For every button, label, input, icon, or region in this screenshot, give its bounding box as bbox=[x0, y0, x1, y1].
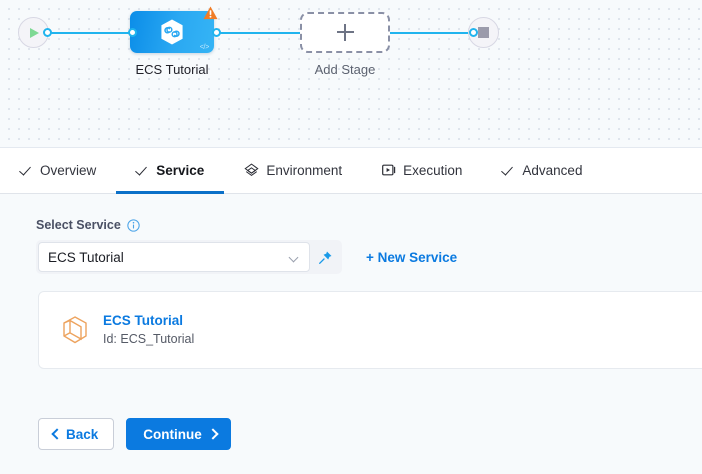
check-icon bbox=[20, 164, 33, 177]
service-id-text: Id: ECS_Tutorial bbox=[103, 331, 195, 346]
back-button[interactable]: Back bbox=[38, 418, 115, 450]
tab-label: Advanced bbox=[522, 163, 583, 178]
tab-label: Overview bbox=[40, 163, 97, 178]
connector-port[interactable] bbox=[128, 28, 137, 37]
select-service-label: Select Service bbox=[36, 218, 121, 232]
tab-label: Service bbox=[156, 163, 205, 178]
service-summary-card[interactable]: ECS Tutorial Id: ECS_Tutorial bbox=[38, 291, 702, 369]
stage-node-ecs-tutorial[interactable]: </> bbox=[130, 6, 218, 53]
service-tab-panel: Select Service ECS Tutorial + New Servic… bbox=[0, 194, 702, 474]
select-service-row: ECS Tutorial + New Service bbox=[36, 240, 702, 274]
pin-service-button[interactable] bbox=[310, 242, 340, 272]
add-stage-label: Add Stage bbox=[314, 62, 376, 77]
connector-port[interactable] bbox=[212, 28, 221, 37]
service-card-text: ECS Tutorial Id: ECS_Tutorial bbox=[103, 312, 194, 347]
continue-button[interactable]: Continue bbox=[126, 418, 231, 450]
chevron-right-icon bbox=[209, 430, 217, 438]
play-frame-icon bbox=[382, 164, 396, 176]
new-service-button[interactable]: + New Service bbox=[366, 249, 458, 265]
code-brackets-icon: </> bbox=[199, 44, 210, 51]
connector-port[interactable] bbox=[469, 28, 478, 37]
stop-icon bbox=[478, 27, 489, 38]
harness-hexagon-icon bbox=[161, 19, 183, 45]
footer-actions: Back Continue bbox=[38, 418, 231, 450]
continue-button-label: Continue bbox=[143, 426, 202, 442]
cube-icon bbox=[63, 316, 87, 344]
connector-port[interactable] bbox=[43, 28, 52, 37]
tab-environment[interactable]: Environment bbox=[224, 148, 362, 193]
tab-execution[interactable]: Execution bbox=[362, 148, 482, 193]
pipeline-canvas[interactable]: </> ECS Tutorial Add Stage bbox=[0, 0, 702, 147]
back-button-label: Back bbox=[66, 426, 99, 442]
stage-config-tabs: Overview Service Environment Execution A… bbox=[0, 147, 702, 194]
stage-node-label: ECS Tutorial bbox=[135, 62, 209, 77]
connector-line bbox=[216, 32, 300, 34]
play-icon bbox=[30, 27, 39, 38]
add-stage-button[interactable] bbox=[300, 12, 390, 53]
select-service-dropdown[interactable]: ECS Tutorial bbox=[38, 242, 310, 272]
plus-icon bbox=[336, 24, 354, 41]
service-name-link[interactable]: ECS Tutorial bbox=[103, 313, 184, 329]
chevron-down-icon bbox=[290, 254, 300, 260]
select-service-label-row: Select Service bbox=[36, 218, 702, 232]
tab-service[interactable]: Service bbox=[116, 148, 225, 194]
connector-line bbox=[46, 32, 132, 34]
pin-icon bbox=[318, 251, 331, 264]
layers-icon bbox=[244, 163, 259, 177]
tab-overview[interactable]: Overview bbox=[0, 148, 116, 193]
tab-label: Execution bbox=[403, 163, 463, 178]
select-service-value: ECS Tutorial bbox=[48, 249, 124, 265]
info-icon[interactable] bbox=[127, 218, 140, 232]
select-service-control: ECS Tutorial bbox=[36, 240, 342, 274]
tab-advanced[interactable]: Advanced bbox=[482, 148, 602, 193]
chevron-left-icon bbox=[51, 430, 59, 438]
tab-label: Environment bbox=[266, 163, 343, 178]
check-icon bbox=[502, 164, 515, 177]
connector-line bbox=[390, 32, 472, 34]
check-icon bbox=[136, 164, 149, 177]
warning-triangle-icon bbox=[203, 6, 218, 20]
